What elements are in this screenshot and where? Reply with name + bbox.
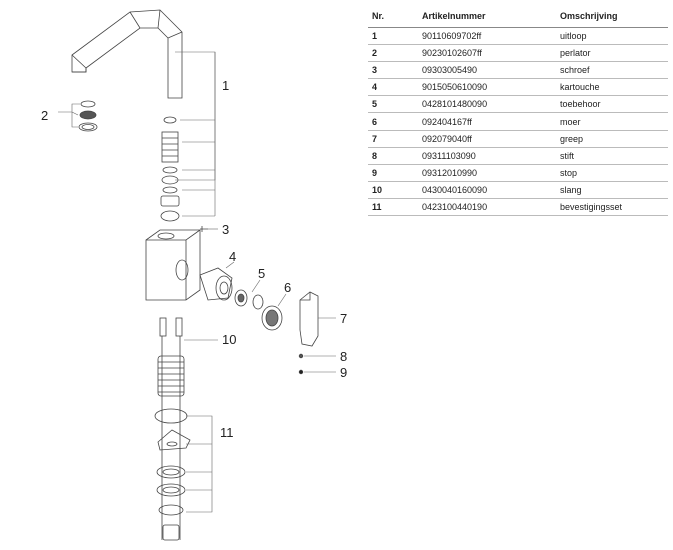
callout-1: 1 bbox=[222, 78, 229, 93]
cell-artikelnummer: 0430040160090 bbox=[418, 181, 556, 199]
cell-artikelnummer: 9015050610090 bbox=[418, 78, 556, 97]
callout-7: 7 bbox=[340, 311, 347, 326]
body-top-parts bbox=[160, 116, 180, 222]
cell-nr: 5 bbox=[368, 95, 418, 114]
cell-omschrijving: kartouche bbox=[556, 78, 668, 97]
mixer-body-part bbox=[145, 229, 201, 301]
cell-omschrijving: slang bbox=[556, 181, 668, 199]
cell-omschrijving: stift bbox=[556, 147, 668, 165]
accessory-part bbox=[234, 289, 264, 310]
cell-nr: 8 bbox=[368, 147, 418, 165]
cell-artikelnummer: 90230102607ff bbox=[418, 44, 556, 63]
cell-omschrijving: moer bbox=[556, 112, 668, 131]
handle-part bbox=[299, 291, 319, 347]
cell-artikelnummer: 0423100440190 bbox=[418, 198, 556, 217]
cell-omschrijving: stop bbox=[556, 164, 668, 182]
nut-part bbox=[261, 305, 283, 331]
callout-9: 9 bbox=[340, 365, 347, 380]
pin-part bbox=[298, 353, 304, 359]
cell-nr: 10 bbox=[368, 181, 418, 199]
stop-part bbox=[298, 369, 304, 375]
screw-part bbox=[200, 226, 208, 232]
cell-nr: 1 bbox=[368, 27, 418, 46]
callout-3: 3 bbox=[222, 222, 229, 237]
cell-omschrijving: bevestigingsset bbox=[556, 198, 668, 217]
header-omschrijving: Omschrijving bbox=[556, 8, 668, 28]
cell-artikelnummer: 09312010990 bbox=[418, 164, 556, 182]
cell-artikelnummer: 09311103090 bbox=[418, 147, 556, 165]
cell-nr: 3 bbox=[368, 61, 418, 80]
callout-4: 4 bbox=[229, 249, 236, 264]
cell-nr: 9 bbox=[368, 164, 418, 182]
cell-omschrijving: uitloop bbox=[556, 27, 668, 46]
header-nr: Nr. bbox=[368, 8, 418, 28]
cell-artikelnummer: 0428101480090 bbox=[418, 95, 556, 114]
aerator-part bbox=[78, 100, 98, 132]
callout-5: 5 bbox=[258, 266, 265, 281]
cell-artikelnummer: 092404167ff bbox=[418, 112, 556, 131]
cell-omschrijving: schroef bbox=[556, 61, 668, 80]
callout-6: 6 bbox=[284, 280, 291, 295]
cell-nr: 11 bbox=[368, 198, 418, 217]
leader-lines bbox=[58, 51, 336, 513]
hose-part bbox=[159, 317, 183, 540]
cell-nr: 6 bbox=[368, 112, 418, 131]
cartridge-part bbox=[199, 267, 233, 301]
callout-10: 10 bbox=[222, 332, 236, 347]
cell-nr: 2 bbox=[368, 44, 418, 63]
header-artikelnummer: Artikelnummer bbox=[418, 8, 556, 28]
cell-omschrijving: toebehoor bbox=[556, 95, 668, 114]
cell-artikelnummer: 90110609702ff bbox=[418, 27, 556, 46]
mounting-set-part bbox=[154, 355, 191, 541]
cell-artikelnummer: 092079040ff bbox=[418, 130, 556, 148]
table-header-row: Nr. Artikelnummer Omschrijving bbox=[368, 8, 668, 28]
cell-artikelnummer: 09303005490 bbox=[418, 61, 556, 80]
cell-nr: 4 bbox=[368, 78, 418, 97]
cell-omschrijving: perlator bbox=[556, 44, 668, 63]
callout-11: 11 bbox=[220, 425, 234, 440]
cell-nr: 7 bbox=[368, 130, 418, 148]
callout-8: 8 bbox=[340, 349, 347, 364]
spout-part bbox=[71, 9, 183, 99]
callout-2: 2 bbox=[41, 108, 48, 123]
cell-omschrijving: greep bbox=[556, 130, 668, 148]
